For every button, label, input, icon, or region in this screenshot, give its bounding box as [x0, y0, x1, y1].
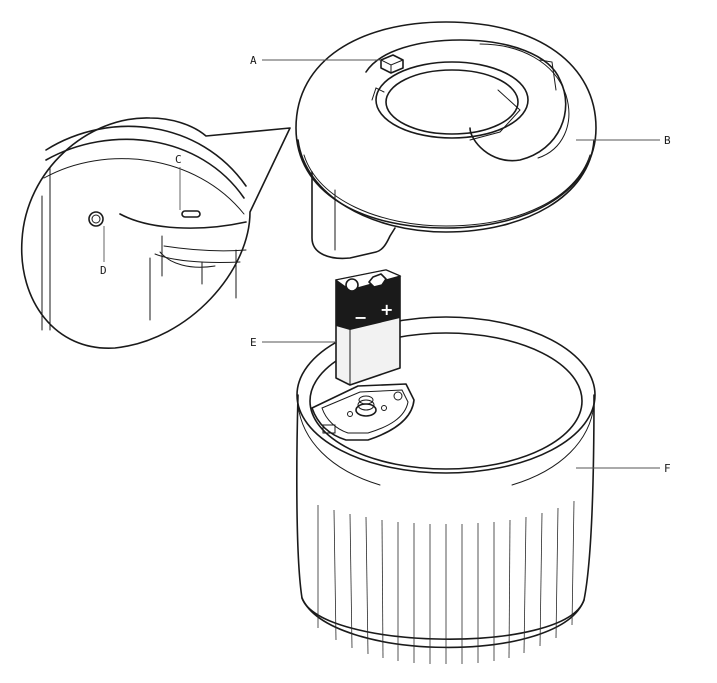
battery-terminal-positive	[368, 273, 387, 288]
label-f: F	[664, 462, 671, 475]
base-container	[296, 316, 596, 664]
battery-plus-sign: +	[380, 300, 393, 319]
label-b: B	[664, 134, 671, 147]
label-e: E	[250, 336, 257, 349]
label-d: D	[100, 264, 107, 277]
usb-c-port	[181, 210, 201, 218]
battery-minus-sign: −	[354, 308, 367, 327]
reset-button	[88, 211, 104, 227]
battery-holder	[311, 383, 415, 441]
label-c: C	[175, 153, 182, 166]
battery: − +	[334, 269, 402, 386]
leader-lines	[103, 59, 660, 469]
latch-tab	[380, 54, 404, 74]
label-a: A	[250, 54, 257, 67]
base-ribs	[317, 500, 575, 664]
top-lid	[295, 21, 597, 260]
zoom-callout	[20, 117, 291, 349]
battery-terminal-negative	[345, 278, 359, 292]
